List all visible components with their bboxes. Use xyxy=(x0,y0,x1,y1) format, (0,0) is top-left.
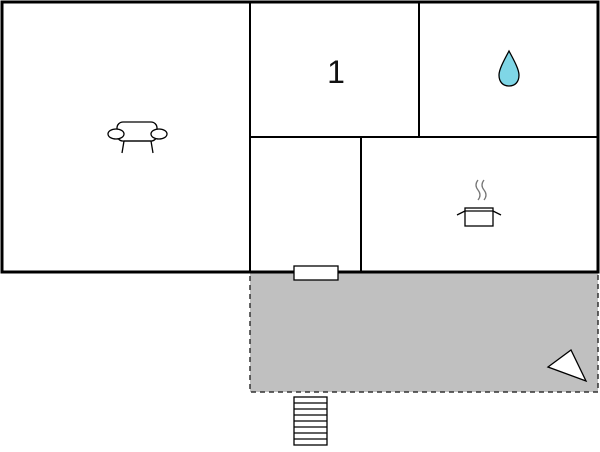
cooking-pot-icon xyxy=(456,179,502,227)
interior-walls xyxy=(249,2,598,272)
room-hallway xyxy=(252,139,360,270)
sun-lounger-icon xyxy=(546,349,588,383)
water-drop-icon xyxy=(498,49,520,87)
bedroom-label: 1 xyxy=(327,54,345,90)
room-kitchen xyxy=(363,139,596,270)
stairs-icon xyxy=(293,396,328,446)
door-icon xyxy=(293,265,339,281)
terrace xyxy=(249,271,599,393)
sofa-icon xyxy=(107,121,168,154)
